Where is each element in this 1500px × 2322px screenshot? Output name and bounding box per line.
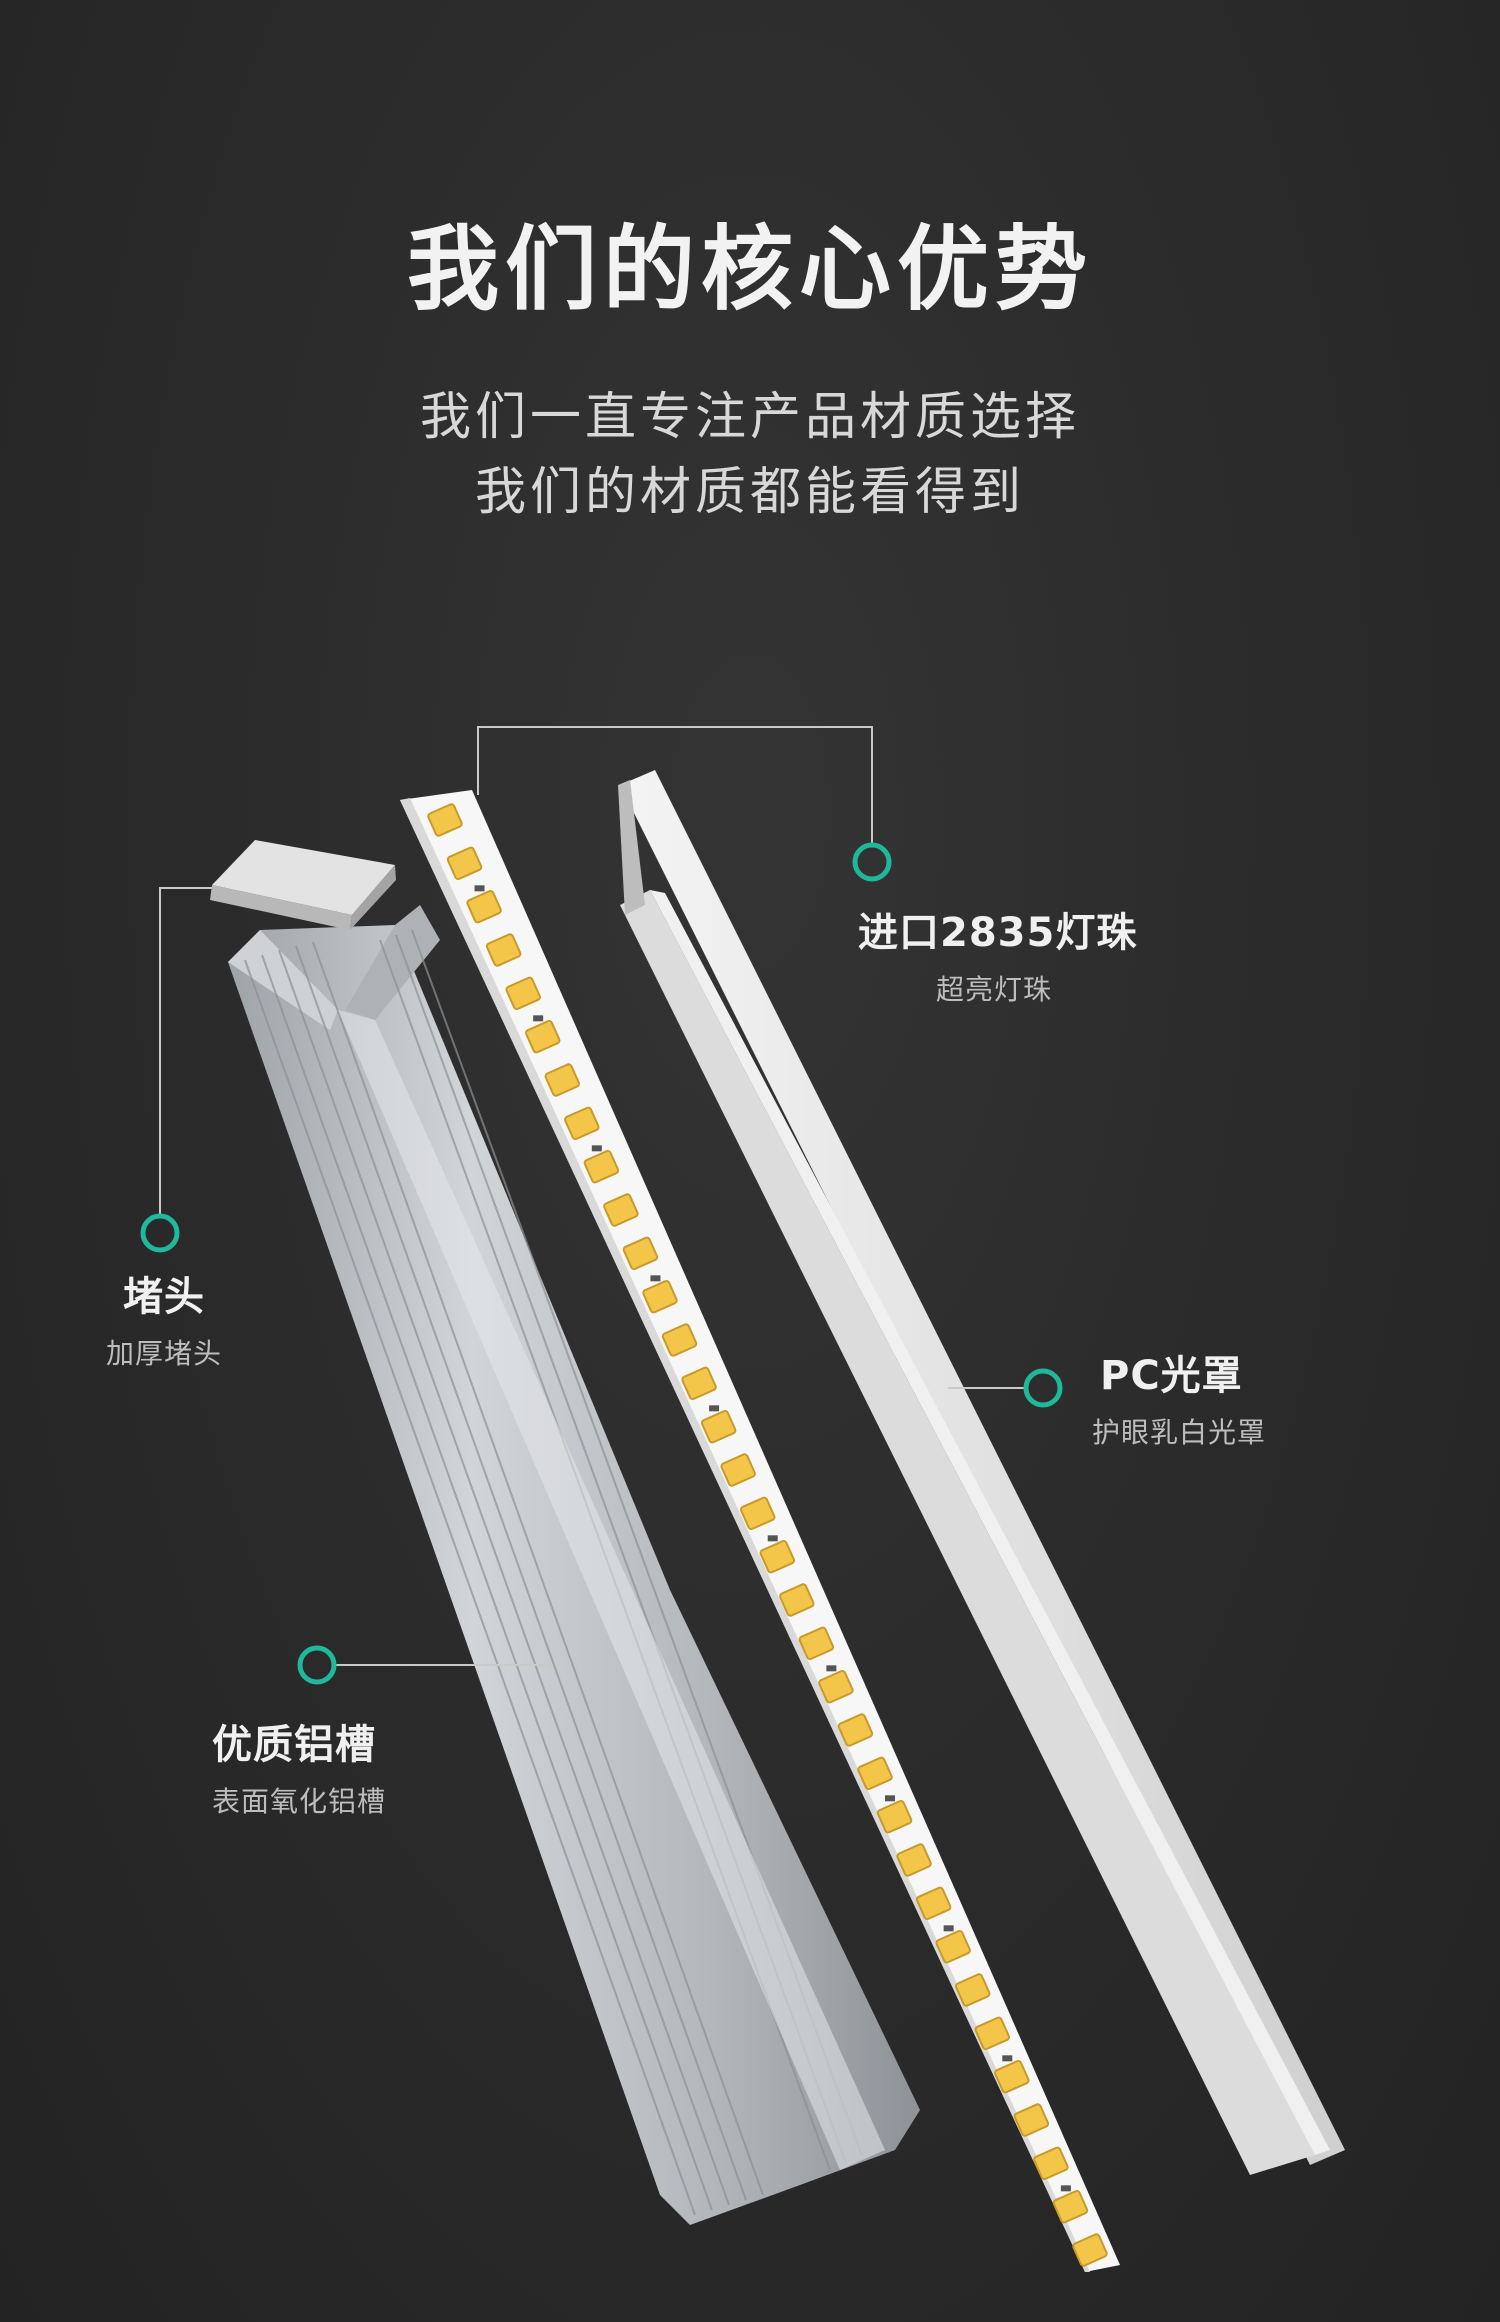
led-chip (642, 1279, 678, 1314)
subtitle-line-2: 我们的材质都能看得到 (474, 463, 1025, 522)
led-chip (525, 1019, 561, 1054)
callout-cover: PC光罩 护眼乳白光罩 (1092, 1343, 1266, 1451)
callout-led-desc: 超亮灯珠 (936, 973, 1053, 1006)
resistor-mark (533, 1015, 544, 1022)
callout-led: 进口2835灯珠 超亮灯珠 (858, 900, 1137, 1008)
led-chip (955, 1973, 991, 2007)
led-chip (485, 933, 522, 967)
led-chip (994, 2059, 1030, 2094)
led-chip (681, 1366, 717, 1401)
led-chip-row (427, 803, 1108, 2267)
callout-cover-title: PC光罩 (1100, 1353, 1243, 1399)
callout-led-title: 进口2835灯珠 (858, 910, 1138, 956)
pc-diffuser-cover (618, 770, 1345, 2175)
aluminum-channel (228, 905, 920, 2225)
resistor-mark (885, 1795, 895, 1802)
led-chip (544, 1063, 580, 1097)
led-chip (876, 1799, 913, 1834)
callout-cover-desc: 护眼乳白光罩 (1092, 1416, 1267, 1449)
callout-ring-icon (852, 842, 892, 882)
led-chip (740, 1496, 776, 1531)
callout-lines (159, 726, 1025, 1666)
led-chip (818, 1669, 854, 1704)
resistor-mark (709, 1405, 720, 1412)
led-chip (1033, 2146, 1069, 2181)
resistor-mark (1002, 2055, 1013, 2062)
led-chip (700, 1409, 737, 1444)
resistor-mark (826, 1665, 837, 1672)
end-cap (210, 840, 396, 930)
resistor-mark (474, 885, 485, 892)
resistor-mark (650, 1275, 661, 1282)
led-chip (896, 1843, 932, 1877)
led-chip (759, 1539, 795, 1574)
callout-channel-desc: 表面氧化铝槽 (212, 1785, 387, 1818)
led-chip (505, 976, 541, 1011)
led-chip (661, 1323, 698, 1357)
callout-ring-icon (297, 1645, 337, 1685)
page-title: 我们的核心优势 (406, 216, 1093, 323)
callout-ring-icon (1023, 1368, 1063, 1408)
led-chip (935, 1929, 971, 1964)
resistor-mark (591, 1145, 602, 1152)
led-chip (603, 1193, 639, 1227)
led-strip (400, 790, 1120, 2272)
led-chip (720, 1453, 756, 1487)
led-chip (564, 1106, 600, 1141)
callout-endcap: 堵头 加厚堵头 (106, 1264, 222, 1372)
led-chip (466, 889, 502, 924)
callout-ring-icon (140, 1213, 180, 1253)
resistor-mark (767, 1535, 778, 1542)
led-chip (857, 1756, 893, 1791)
led-chip (1072, 2233, 1108, 2267)
led-chip (1052, 2189, 1089, 2224)
led-chip (622, 1236, 659, 1271)
led-chip (446, 846, 483, 881)
led-chip (798, 1626, 835, 1661)
callout-endcap-desc: 加厚堵头 (106, 1337, 223, 1370)
led-chip (837, 1713, 874, 1747)
led-chip (427, 803, 463, 837)
subtitle-line-1: 我们一直专注产品材质选择 (419, 388, 1080, 447)
led-chip (583, 1149, 620, 1184)
resistor-mark (1060, 2185, 1071, 2192)
led-chip (1013, 2103, 1050, 2137)
led-chip (974, 2016, 1010, 2051)
callout-channel-title: 优质铝槽 (212, 1722, 376, 1768)
callout-channel: 优质铝槽 表面氧化铝槽 (212, 1712, 386, 1820)
led-chip (779, 1583, 815, 1617)
led-chip (915, 1886, 952, 1921)
callout-endcap-title: 堵头 (123, 1274, 205, 1320)
resistor-mark (943, 1925, 954, 1932)
